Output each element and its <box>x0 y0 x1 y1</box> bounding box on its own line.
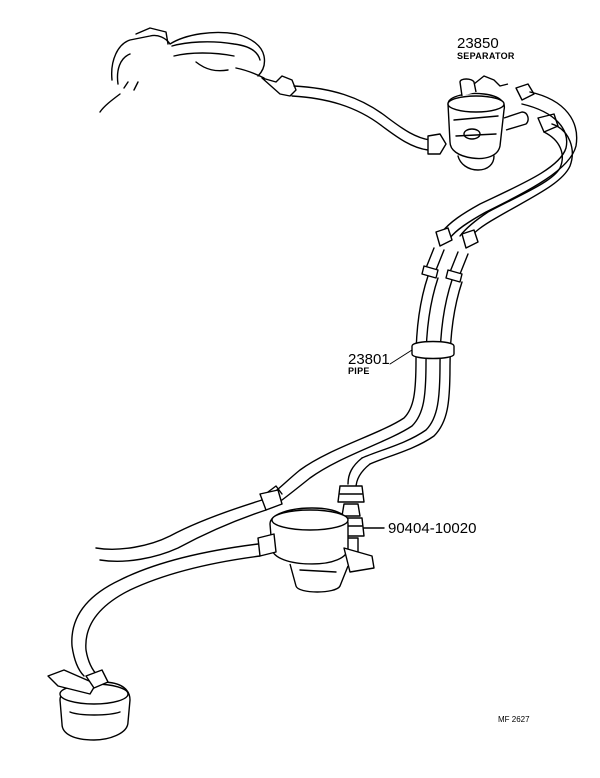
union-number: 90404-10020 <box>388 520 476 537</box>
union-label-group: 90404-10020 <box>388 520 476 537</box>
pipe-label-group: 23801 PIPE <box>348 349 413 376</box>
separator-label-group: 23850 SEPARATOR <box>457 35 515 61</box>
fuel-pipes-23801 <box>271 91 578 501</box>
separator-number: 23850 <box>457 35 499 52</box>
separator-23850 <box>447 75 559 171</box>
pipe-name: PIPE <box>348 366 370 376</box>
engine-housing <box>99 27 266 113</box>
separator-name: SEPARATOR <box>457 51 515 61</box>
engine-to-separator-hose <box>261 75 447 155</box>
pipe-number: 23801 <box>348 351 390 368</box>
figure-code: MF 2627 <box>498 715 530 724</box>
fuel-outlet <box>47 669 131 741</box>
lower-hoses <box>71 499 267 677</box>
fuel-filter <box>257 485 375 593</box>
